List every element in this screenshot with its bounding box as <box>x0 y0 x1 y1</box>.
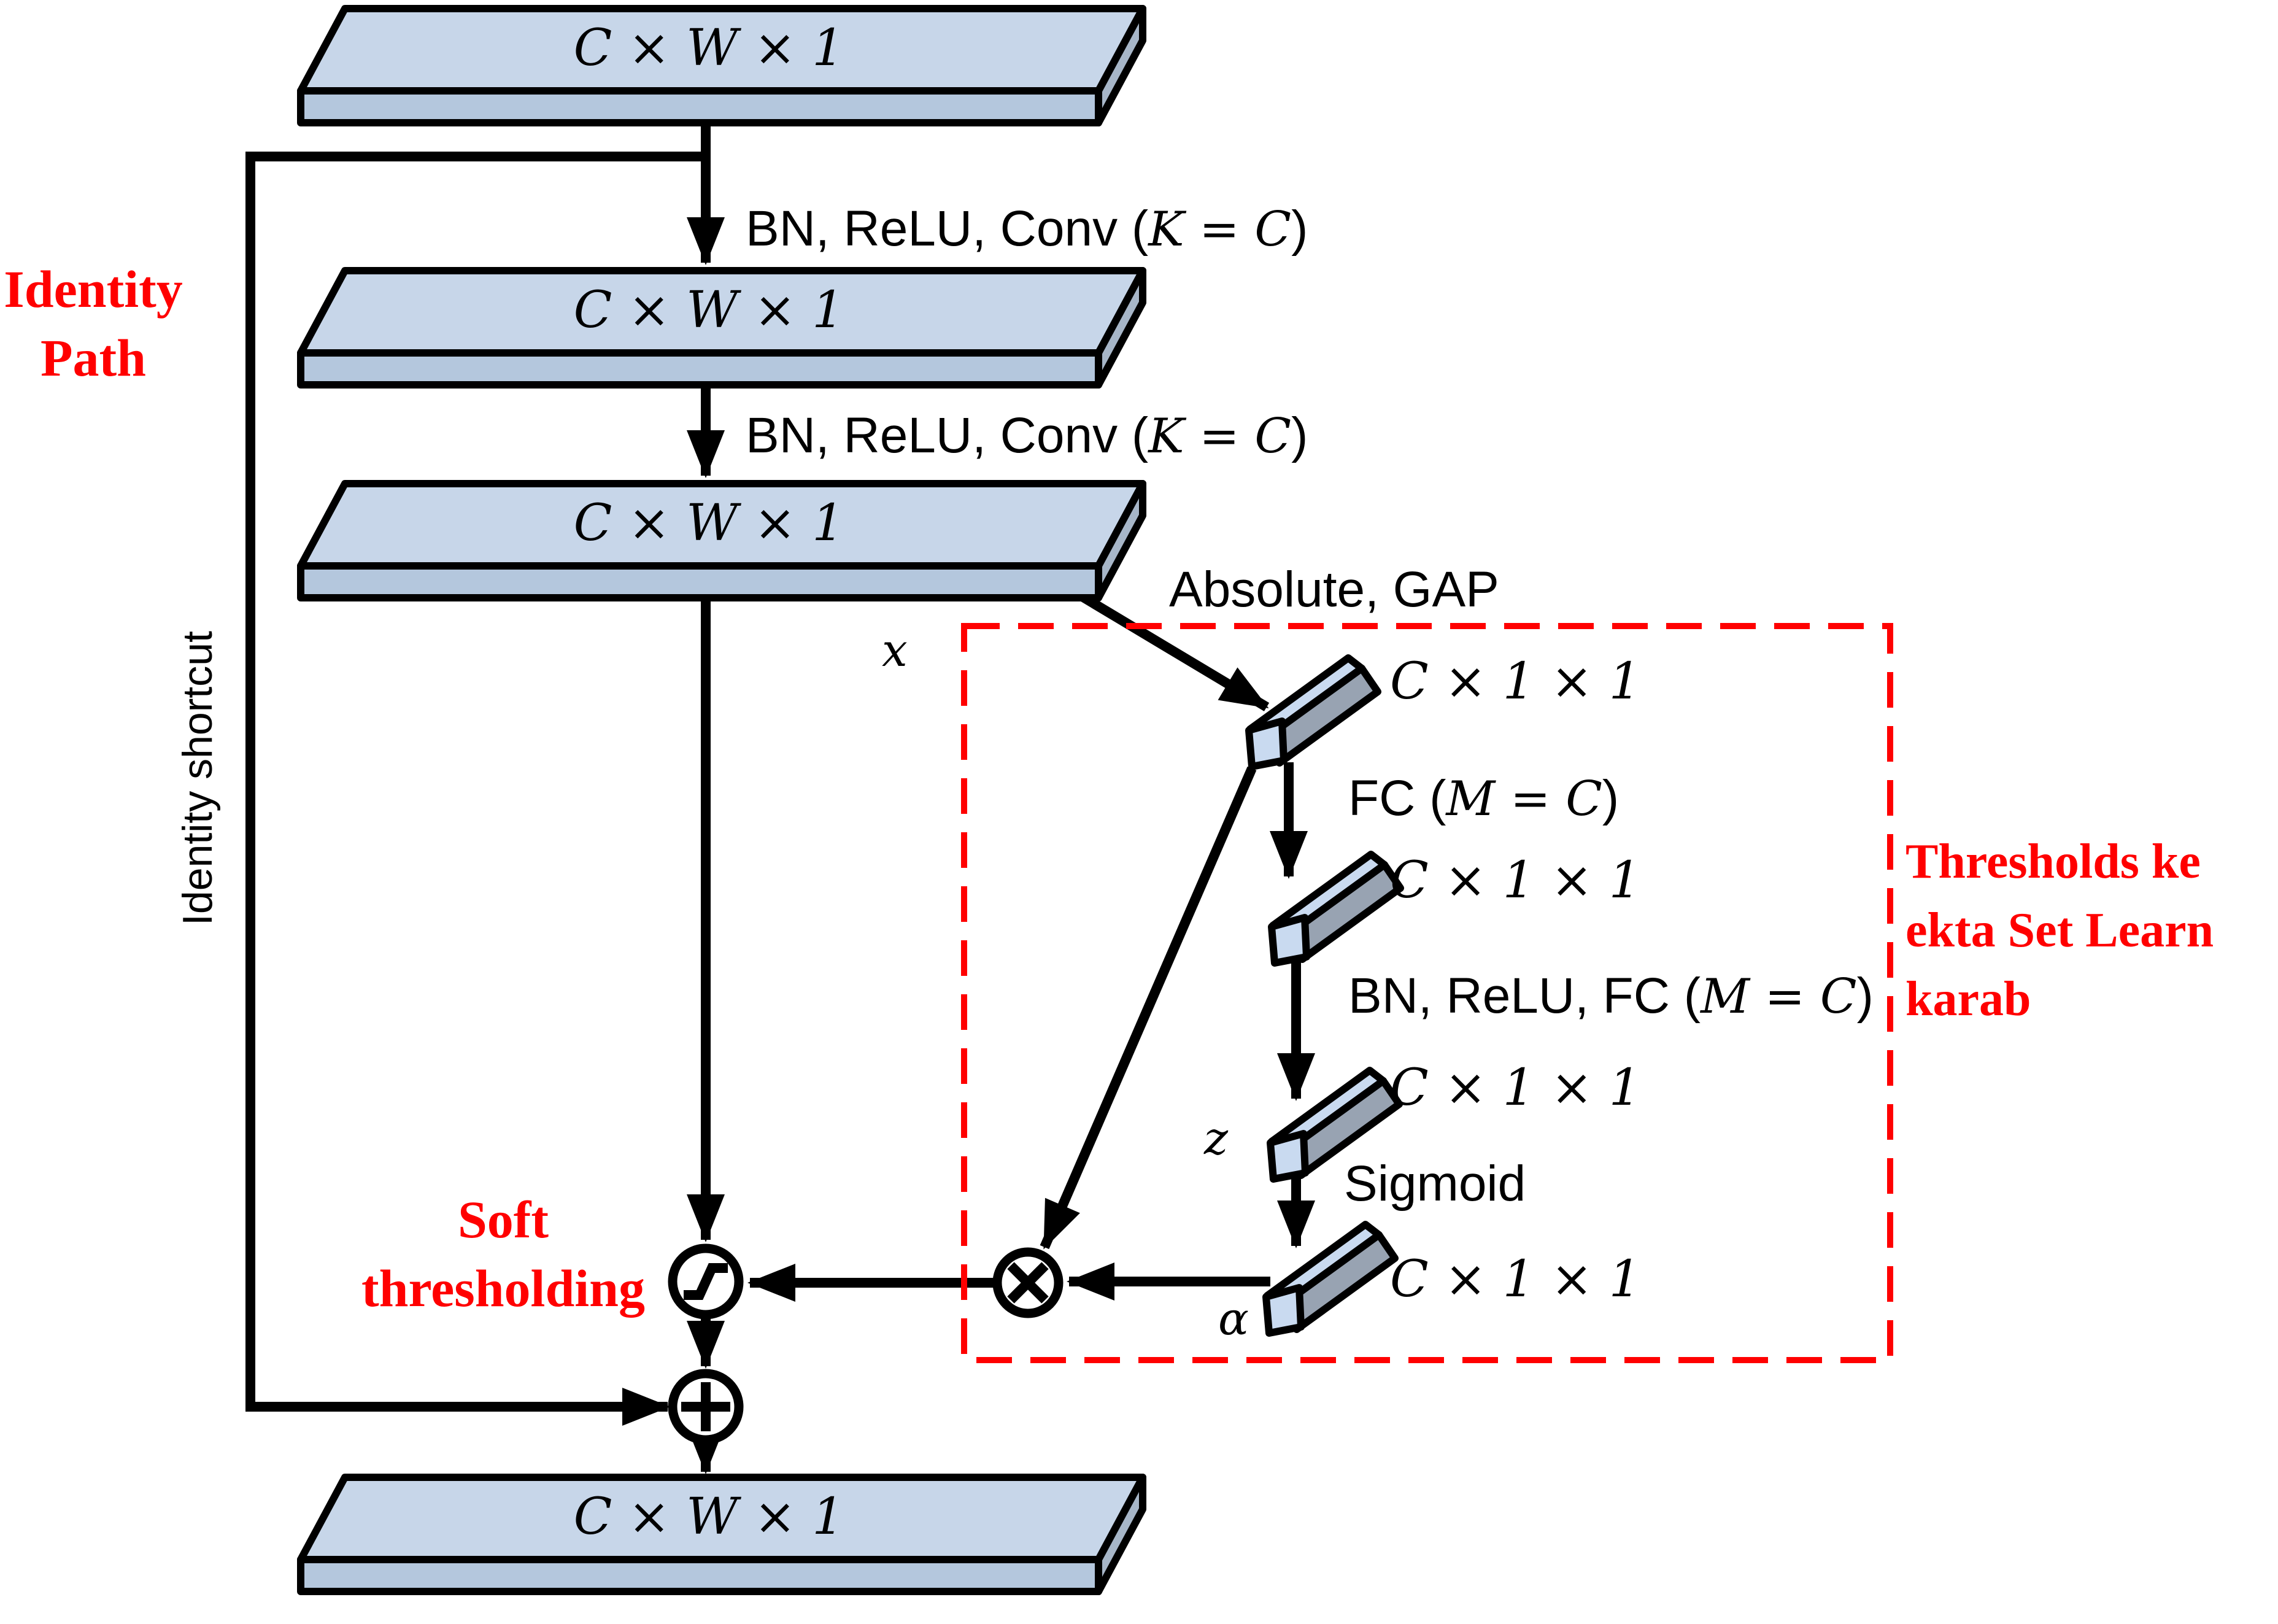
var-z-label: z <box>1203 1112 1229 1165</box>
input-tensor-slab: C × W × 1 <box>297 5 1146 126</box>
svg-text:ekta Set Learn: ekta Set Learn <box>1905 903 2214 957</box>
svg-text:Path: Path <box>41 328 146 387</box>
elementwise-add-operator <box>668 1369 744 1445</box>
soft-threshold-curve-icon <box>684 1263 728 1300</box>
svg-text:Soft: Soft <box>458 1190 549 1249</box>
threshold-subnet-dashed-box <box>961 623 1893 1363</box>
identity-path-annotation: Identity Path <box>4 260 182 387</box>
elementwise-multiply-operator <box>992 1247 1064 1318</box>
fc1-label: FC (M = C) <box>1348 770 1619 827</box>
conv2-label: BN, ReLU, Conv (K = C) <box>746 408 1308 464</box>
thresholds-note-annotation: Thresholds ke ekta Set Learn karab <box>1905 835 2214 1026</box>
arrow-gap-to-multiply <box>1040 766 1257 1250</box>
alpha-bar-label: C × 1 × 1 <box>1390 1250 1641 1309</box>
identity-shortcut-label: Identity shortcut <box>174 631 221 926</box>
conv1-slab-label: C × W × 1 <box>574 281 844 339</box>
fc2-label: BN, ReLU, FC (M = C) <box>1348 968 1874 1024</box>
fc2-bar-label: C × 1 × 1 <box>1390 1059 1641 1117</box>
absolute-gap-label: Absolute, GAP <box>1169 562 1499 617</box>
svg-text:thresholding: thresholding <box>361 1259 645 1318</box>
fc1-bar-label: C × 1 × 1 <box>1390 851 1641 910</box>
output-tensor-slab: C × W × 1 <box>297 1474 1146 1595</box>
svg-text:Identity: Identity <box>4 260 182 319</box>
soft-thresholding-annotation: Soft thresholding <box>361 1190 645 1318</box>
svg-text:Thresholds ke: Thresholds ke <box>1905 835 2201 889</box>
conv2-slab-label: C × W × 1 <box>574 494 844 552</box>
conv1-output-slab: C × W × 1 <box>297 267 1146 389</box>
alpha-bar <box>1262 1221 1399 1337</box>
gap-output-bar <box>1245 654 1381 770</box>
fc2-output-bar <box>1267 1067 1403 1183</box>
gap-bar-label: C × 1 × 1 <box>1390 652 1641 711</box>
conv1-label: BN, ReLU, Conv (K = C) <box>746 201 1308 257</box>
sigmoid-label: Sigmoid <box>1344 1156 1526 1212</box>
svg-text:karab: karab <box>1905 972 2031 1026</box>
input-slab-label: C × W × 1 <box>574 19 844 77</box>
var-x-label: x <box>882 624 908 677</box>
soft-threshold-operator <box>668 1243 744 1320</box>
output-slab-label: C × W × 1 <box>574 1488 844 1546</box>
var-alpha-label: α <box>1218 1293 1249 1345</box>
arrow-absolute-gap <box>1059 580 1270 711</box>
conv2-output-slab: C × W × 1 <box>297 480 1146 601</box>
identity-shortcut-edge <box>245 152 706 1426</box>
fc1-output-bar <box>1268 851 1404 967</box>
